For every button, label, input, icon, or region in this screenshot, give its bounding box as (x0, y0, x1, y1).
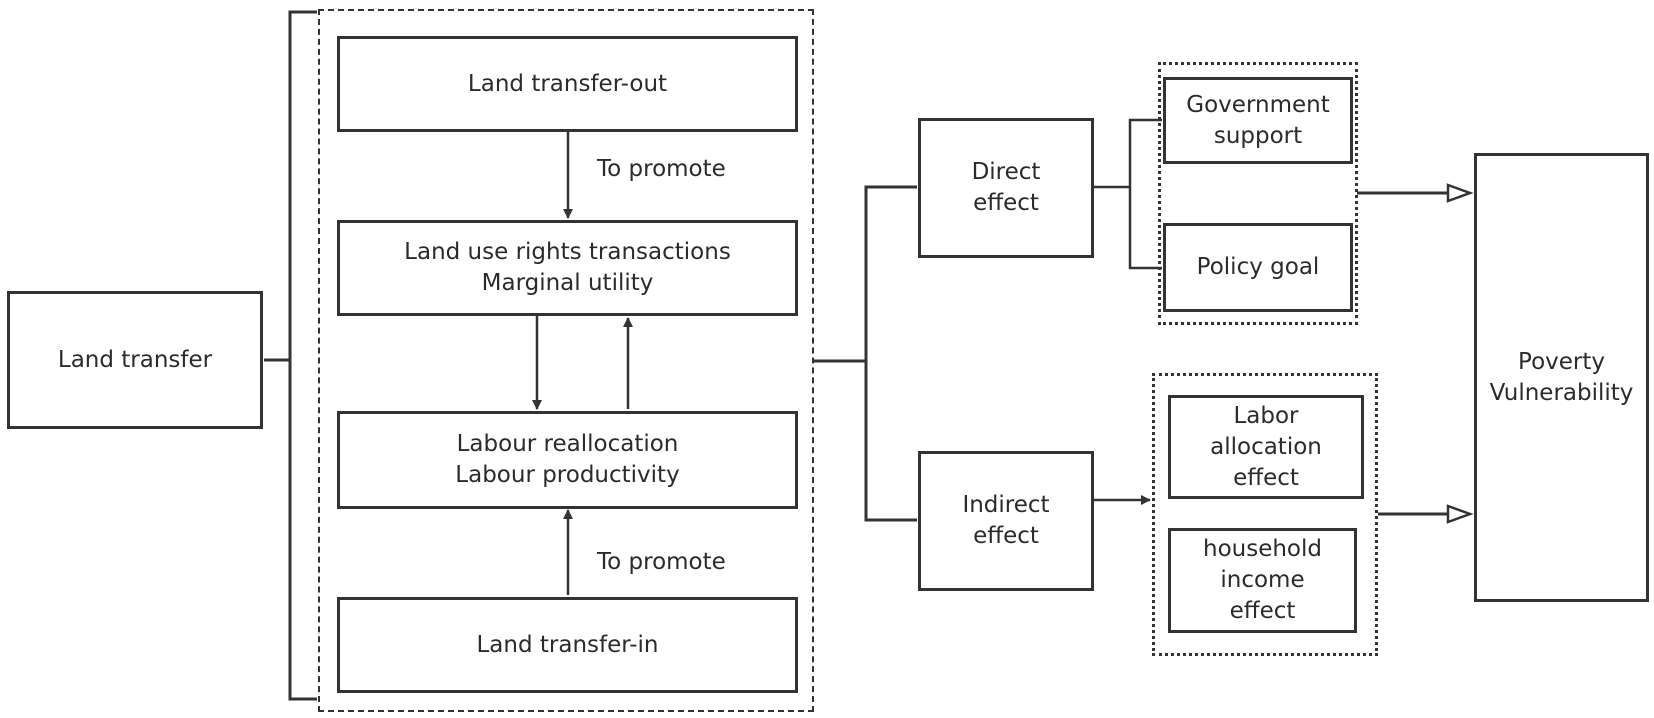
direct-effect-node: Direct effect (918, 118, 1094, 258)
labour-reallocation-label: Labour reallocation (456, 431, 679, 457)
land-transfer-out-label: Land transfer-out (467, 70, 668, 97)
arrowhead-indirect-group-to-poverty (1446, 504, 1474, 524)
indirect-effect-group (1152, 373, 1378, 656)
marginal-utility-label: Marginal utility (481, 270, 654, 296)
household-income-label-line2: income (1220, 567, 1305, 593)
indirect-effect-node: Indirect effect (918, 451, 1094, 591)
household-income-label-line1: household (1203, 536, 1322, 562)
mechanism-group (318, 9, 814, 712)
land-use-rights-label: Land use rights transactions (404, 239, 731, 265)
household-income-label-line3: effect (1229, 598, 1296, 624)
indirect-effect-label-line1: Indirect (962, 492, 1050, 518)
land-transfer-out-node: Land transfer-out (337, 36, 798, 132)
labor-allocation-label-line1: Labor (1233, 402, 1299, 429)
government-support-label-line2: support (1213, 122, 1303, 149)
labor-allocation-label-line3: effect (1233, 464, 1299, 491)
labor-allocation-node: Labor allocation effect (1168, 395, 1364, 499)
to-promote-label-top: To promote (597, 156, 726, 182)
arrowhead-direct-group-to-poverty (1446, 183, 1474, 203)
land-transfer-label: Land transfer (57, 346, 213, 373)
land-use-rights-node: Land use rights transactions Marginal ut… (337, 220, 798, 316)
land-transfer-in-node: Land transfer-in (337, 597, 798, 693)
direct-effect-label-line1: Direct (971, 159, 1041, 185)
branch-connector-direct (1128, 118, 1162, 270)
vulnerability-label: Vulnerability (1489, 379, 1634, 406)
labor-allocation-label-line2: allocation (1210, 433, 1322, 460)
indirect-effect-label-line2: effect (973, 523, 1039, 549)
direct-effect-group (1158, 62, 1358, 325)
government-support-node: Government support (1163, 77, 1353, 164)
household-income-node: household income effect (1168, 528, 1357, 633)
land-transfer-in-label: Land transfer-in (476, 631, 659, 658)
land-transfer-node: Land transfer (7, 291, 263, 429)
labour-reallocation-node: Labour reallocation Labour productivity (337, 411, 798, 509)
poverty-label: Poverty (1518, 348, 1605, 375)
government-support-label-line1: Government (1186, 91, 1330, 118)
poverty-vulnerability-node: Poverty Vulnerability (1474, 153, 1649, 602)
policy-goal-node: Policy goal (1163, 223, 1353, 312)
direct-effect-label-line2: effect (973, 190, 1039, 216)
policy-goal-label: Policy goal (1196, 254, 1320, 280)
to-promote-label-bottom: To promote (597, 549, 726, 575)
branch-connector-effects (864, 185, 917, 522)
bracket-connector (288, 10, 317, 701)
labour-productivity-label: Labour productivity (455, 462, 680, 488)
